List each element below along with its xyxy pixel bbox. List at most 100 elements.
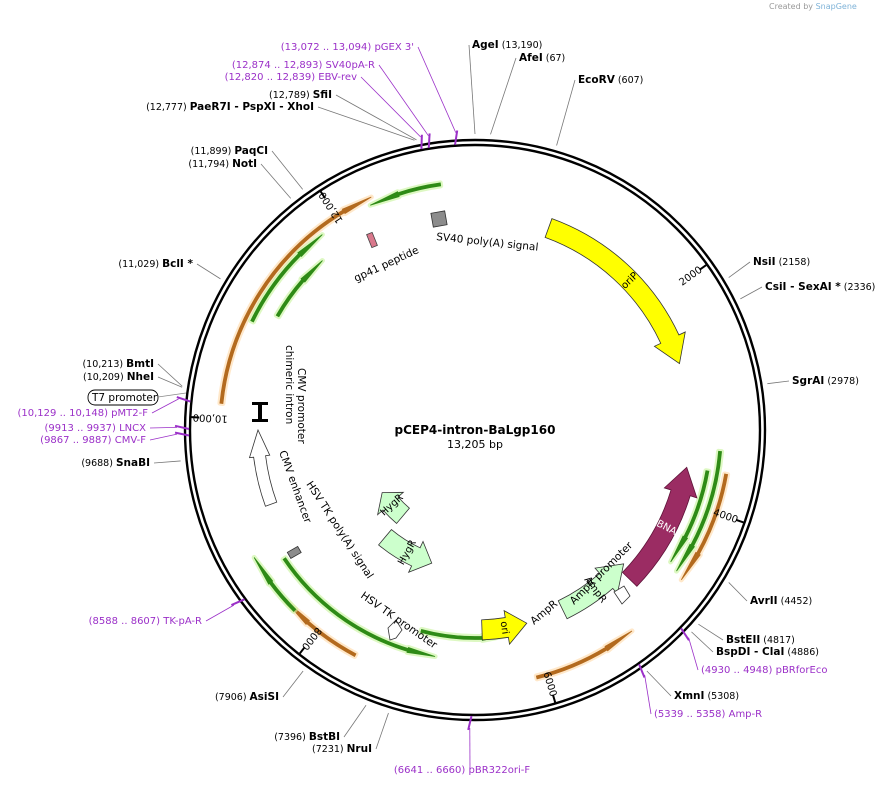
site-position: (2978): [824, 376, 859, 387]
site-name: CsiI - SexAI *: [765, 281, 841, 293]
site-position: (7396): [274, 732, 309, 743]
sites-leader: [343, 704, 367, 738]
primers-label: (4930 .. 4948) pBRforEco: [701, 665, 827, 676]
orange-orf-arrow: [217, 194, 374, 407]
primer-mark: [427, 133, 431, 148]
orip-feature-arrow: [544, 218, 686, 365]
sites-label: (10,209) NheI: [83, 371, 154, 383]
site-position: (5308): [704, 691, 739, 702]
primers-label: (6641 .. 6660) pBR322ori-F: [394, 765, 530, 776]
sites-leader: [196, 263, 221, 280]
sites-leader: [556, 79, 576, 146]
green-orf-arrow: [367, 180, 444, 208]
primer-mark: [230, 598, 245, 606]
primer-position: (12,820 .. 12,839): [225, 72, 316, 83]
primer-position: (6641 .. 6660): [394, 765, 466, 776]
sites-leader: [691, 631, 714, 653]
site-name: NsiI: [753, 256, 776, 268]
primer-position: (9867 .. 9887): [40, 435, 112, 446]
primer-name: pMT2-F: [108, 408, 148, 419]
site-position: (10,213): [82, 359, 126, 370]
plasmid-size: 13,205 bp: [447, 438, 503, 451]
primer-mark: [638, 663, 646, 678]
sites-label: AgeI (13,190): [472, 39, 542, 51]
chimeric-intron-label: chimeric intron: [283, 345, 295, 424]
primer-name: SV40pA-R: [322, 60, 375, 71]
hsv-tk-polya-label: HSV TK poly(A) signal: [303, 479, 375, 581]
primer-position: (9913 .. 9937): [45, 423, 117, 434]
site-name: AfeI: [519, 52, 543, 64]
primers-label: (9913 .. 9937) LNCX: [45, 423, 147, 434]
primer-mark: [174, 424, 190, 430]
primer-position: (4930 .. 4948): [701, 665, 773, 676]
primers-leader: [360, 76, 421, 138]
site-name: AsiSI: [250, 691, 279, 703]
site-name: SgrAI: [792, 375, 824, 387]
site-position: (12,777): [146, 102, 190, 113]
primer-name: pGEX 3': [371, 42, 414, 53]
primers-leader: [417, 46, 457, 133]
sites-leader: [698, 623, 724, 641]
primers-label: (8588 .. 8607) TK-pA-R: [89, 616, 202, 627]
sites-label: BstEII (4817): [726, 634, 795, 646]
sites-leader: [375, 712, 389, 750]
sites-leader: [282, 670, 304, 698]
backbone-inner: [188, 143, 762, 717]
sites-label: XmnI (5308): [674, 690, 739, 702]
primer-position: (5339 .. 5358): [654, 709, 726, 720]
site-position: (4817): [760, 635, 795, 646]
site-name: BstEII: [726, 634, 760, 646]
cmv-promoter-label: CMV promoter: [295, 368, 307, 444]
tick-mark: [699, 264, 707, 271]
green-orf-arrow: [674, 448, 725, 574]
primers-leader: [205, 604, 235, 622]
site-layer: AgeI (13,190)AfeI (67)EcoRV (607)NsiI (2…: [81, 39, 875, 755]
primers-leader: [644, 674, 652, 715]
green-orf-arrow: [668, 468, 712, 565]
sites-leader: [260, 163, 292, 199]
primer-mark: [454, 130, 459, 145]
sites-label: AfeI (67): [519, 52, 565, 64]
site-position: (7906): [215, 692, 250, 703]
primer-mark: [176, 396, 191, 403]
sites-leader: [335, 94, 417, 141]
sites-label: (9688) SnaBI: [81, 457, 150, 469]
sites-label: (7906) AsiSI: [215, 691, 279, 703]
site-position: (67): [543, 53, 566, 64]
ampr-feature-arrow: [557, 563, 625, 620]
sites-label: NsiI (2158): [753, 256, 810, 268]
sites-label: (10,213) BmtI: [82, 358, 154, 370]
sites-label: CsiI - SexAI * (2336): [765, 281, 875, 293]
primers-label: (13,072 .. 13,094) pGEX 3': [281, 42, 414, 53]
cmv-enhancer-feature-arrow: [248, 428, 278, 507]
sites-leader: [728, 582, 748, 602]
sites-label: (11,794) NotI: [188, 158, 257, 170]
green-orf-arrow: [273, 258, 325, 320]
sites-leader: [728, 261, 751, 278]
primer-position: (8588 .. 8607): [89, 616, 161, 627]
site-name: NruI: [347, 743, 372, 755]
primers-leader: [149, 433, 178, 441]
site-name: BclI *: [162, 258, 193, 270]
primers-leader: [151, 398, 179, 414]
ampr-label: AmpR: [528, 598, 560, 627]
primers-label: (12,820 .. 12,839) EBV-rev: [225, 72, 357, 83]
site-position: (13,190): [499, 40, 543, 51]
site-position: (7231): [312, 744, 347, 755]
hygr-feature-arrow: [378, 529, 433, 574]
t7-promoter-label: T7 promoter: [91, 392, 158, 404]
hygr-feature-arrow: [377, 491, 410, 525]
primer-name: pBRforEco: [772, 665, 827, 676]
site-position: (12,789): [269, 90, 313, 101]
primer-name: Amp-R: [725, 709, 762, 720]
chimeric-intron-feature: chimeric intron CMV promoter: [252, 345, 307, 444]
primers-label: (12,874 .. 12,893) SV40pA-R: [232, 60, 375, 71]
site-position: (2336): [841, 282, 876, 293]
green-orf-arrow: [280, 555, 438, 660]
primers-leader: [149, 426, 178, 429]
site-name: AvrII: [750, 595, 778, 607]
sites-leader: [157, 376, 183, 388]
hsv-tk-promoter-feature: HSV TK promoter: [358, 590, 440, 652]
hsv-tk-promoter-label: HSV TK promoter: [358, 590, 440, 652]
site-name: AgeI: [472, 39, 499, 51]
